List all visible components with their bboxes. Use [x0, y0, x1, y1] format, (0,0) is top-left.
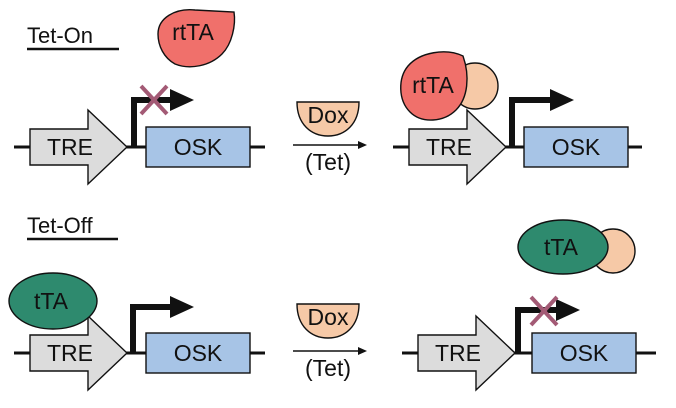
promoter-arrow-right-top	[509, 97, 552, 147]
tre-element-right-bottom	[417, 314, 517, 392]
tre-label-right-top: TRE	[426, 134, 472, 160]
osk-gene-right-top	[523, 126, 629, 168]
tre-element-left-top	[29, 108, 129, 186]
rtta-protein-bound	[400, 51, 468, 121]
tta-protein-bound	[8, 272, 98, 330]
dox-label-top: Dox	[308, 102, 349, 128]
osk-gene-right-bottom	[531, 332, 637, 374]
blocked-x-icon	[139, 84, 169, 116]
tet-off-section: Tet-Off TRE OSK tTA Dox (Tet) TRE OSK	[8, 213, 656, 392]
rtta-label-free: rtTA	[172, 19, 214, 45]
tet-label-bottom: (Tet)	[305, 355, 351, 381]
promoter-arrow-head-left-bottom	[170, 296, 194, 318]
dox-molecule-bottom	[296, 303, 360, 339]
reaction-arrow-head-top	[358, 141, 367, 149]
tre-element-left-bottom	[29, 314, 129, 392]
promoter-arrow-left-top	[131, 97, 172, 147]
rtta-protein-free	[157, 9, 236, 68]
tet-on-section: Tet-On rtTA TRE OSK Dox (Tet) TRE OSK	[14, 9, 642, 186]
osk-label-right-top: OSK	[552, 134, 601, 160]
promoter-arrow-head-left-top	[170, 89, 194, 111]
osk-label-left-top: OSK	[174, 134, 223, 160]
tre-label-left-bottom: TRE	[47, 340, 93, 366]
dox-molecule-top	[296, 101, 360, 137]
tre-label-right-bottom: TRE	[435, 340, 481, 366]
reaction-arrow-head-bottom	[358, 347, 367, 355]
promoter-arrow-head-right-top	[550, 89, 574, 111]
osk-label-left-bottom: OSK	[174, 340, 223, 366]
tet-on-title: Tet-On	[27, 23, 93, 48]
osk-gene-left-top	[145, 126, 251, 168]
osk-gene-left-bottom	[145, 332, 251, 374]
tta-label-bound: tTA	[34, 288, 69, 314]
tre-element-right-top	[408, 108, 508, 186]
blocked-x-icon	[529, 295, 559, 327]
osk-label-right-bottom: OSK	[560, 340, 609, 366]
dox-label-bottom: Dox	[308, 304, 349, 330]
tta-protein-free	[517, 219, 609, 275]
tta-label-free: tTA	[544, 234, 579, 260]
tre-label-left-top: TRE	[47, 134, 93, 160]
promoter-arrow-left-bottom	[130, 304, 172, 353]
promoter-arrow-head-right-bottom	[556, 299, 580, 321]
rtta-label-bound: rtTA	[412, 72, 454, 98]
tet-label-top: (Tet)	[305, 149, 351, 175]
tet-off-title: Tet-Off	[27, 213, 94, 238]
